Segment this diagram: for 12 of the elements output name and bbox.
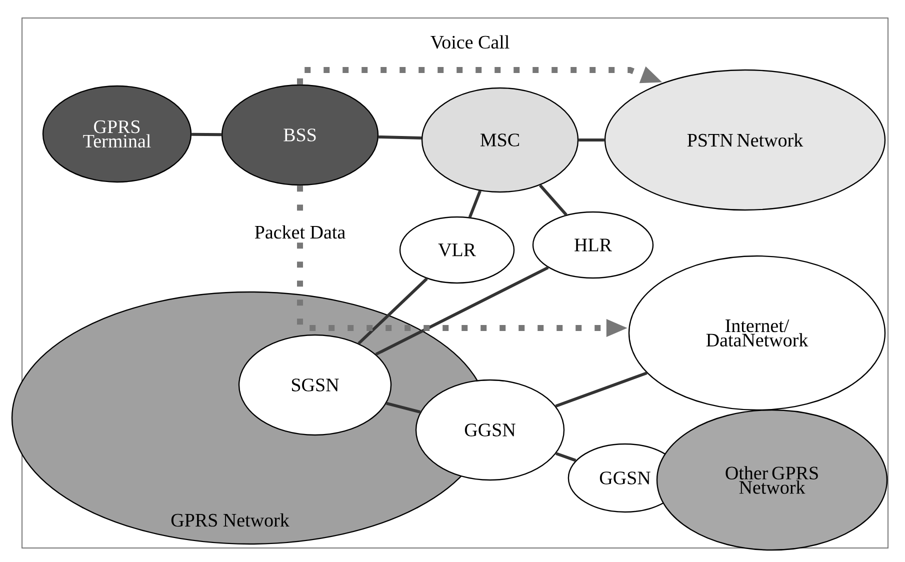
connector	[556, 452, 576, 462]
edge-label: Voice Call	[428, 33, 512, 51]
edge-label: Packet Data	[252, 223, 348, 241]
connector	[375, 266, 549, 356]
connector	[578, 138, 604, 142]
connector	[555, 372, 648, 408]
connector	[386, 402, 421, 414]
connector	[358, 278, 428, 345]
connector	[192, 132, 222, 136]
connector	[538, 184, 568, 216]
connector	[378, 135, 422, 140]
connector	[468, 190, 482, 218]
